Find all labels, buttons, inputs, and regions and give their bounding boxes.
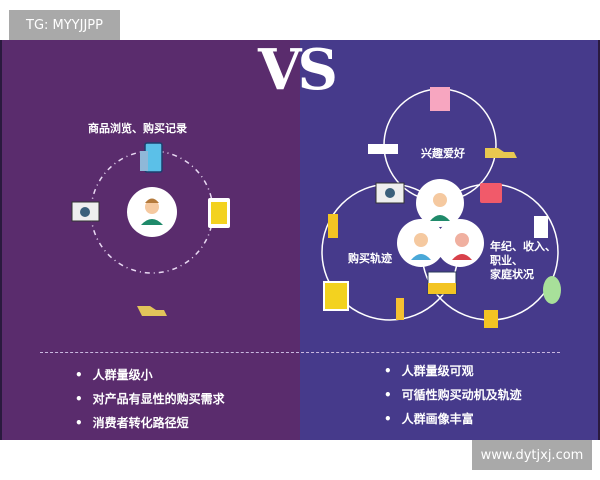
camera-icon <box>71 201 100 222</box>
baby-icon <box>543 276 561 304</box>
user-avatar-icon <box>397 179 484 267</box>
shoe-icon <box>137 306 167 316</box>
watermark-bottom: www.dytjxj.com <box>472 440 592 470</box>
vs-label: VS <box>258 37 338 103</box>
left-bullet-2: 对产品有显性的购买需求 <box>75 390 225 407</box>
left-bullet-1: 人群量级小 <box>75 366 153 383</box>
interests-label: 兴趣爱好 <box>421 147 465 160</box>
right-panel: 兴趣爱好 购买轨迹 年纪、收入、 职业、 家庭状况 人群量级可观 可循性购买动机… <box>300 40 600 440</box>
camera-icon <box>375 182 405 204</box>
right-bullet-3: 人群画像丰富 <box>384 410 474 427</box>
pig-icon <box>430 87 450 111</box>
chef-icon <box>534 216 548 238</box>
lipstick-icon <box>396 298 404 320</box>
briefcase-icon <box>427 271 457 295</box>
right-bullet-1: 人群量级可观 <box>384 362 474 379</box>
left-diagram <box>71 142 230 316</box>
demographics-line-3: 家庭状况 <box>490 268 534 281</box>
elderly-icon <box>484 310 498 328</box>
left-bullet-3: 消费者转化路径短 <box>75 414 189 431</box>
divider <box>40 352 560 353</box>
left-panel: 商品浏览、购买记录 人群量级小 对产品有显性的购买需求 消费者转化路径短 <box>0 40 300 440</box>
tablet-icon <box>208 198 230 228</box>
purchase-path-label: 购买轨迹 <box>348 252 392 265</box>
phone-icon <box>140 142 163 173</box>
left-diagram-label: 商品浏览、购买记录 <box>88 122 187 135</box>
watermark-top: TG: MYYJJPP <box>9 10 120 40</box>
goggles-icon <box>368 144 398 154</box>
demographics-line-2: 职业、 <box>490 254 523 267</box>
cream-tube-icon <box>328 214 338 238</box>
video-icon <box>480 183 502 203</box>
demographics-label: 年纪、收入、 职业、 家庭状况 <box>490 240 556 282</box>
right-diagram <box>321 87 561 328</box>
user-avatar-icon <box>127 187 177 237</box>
right-bullet-2: 可循性购买动机及轨迹 <box>384 386 522 403</box>
demographics-line-1: 年纪、收入、 <box>490 240 556 253</box>
tablet-icon <box>323 281 349 311</box>
shoe-icon <box>485 148 517 158</box>
